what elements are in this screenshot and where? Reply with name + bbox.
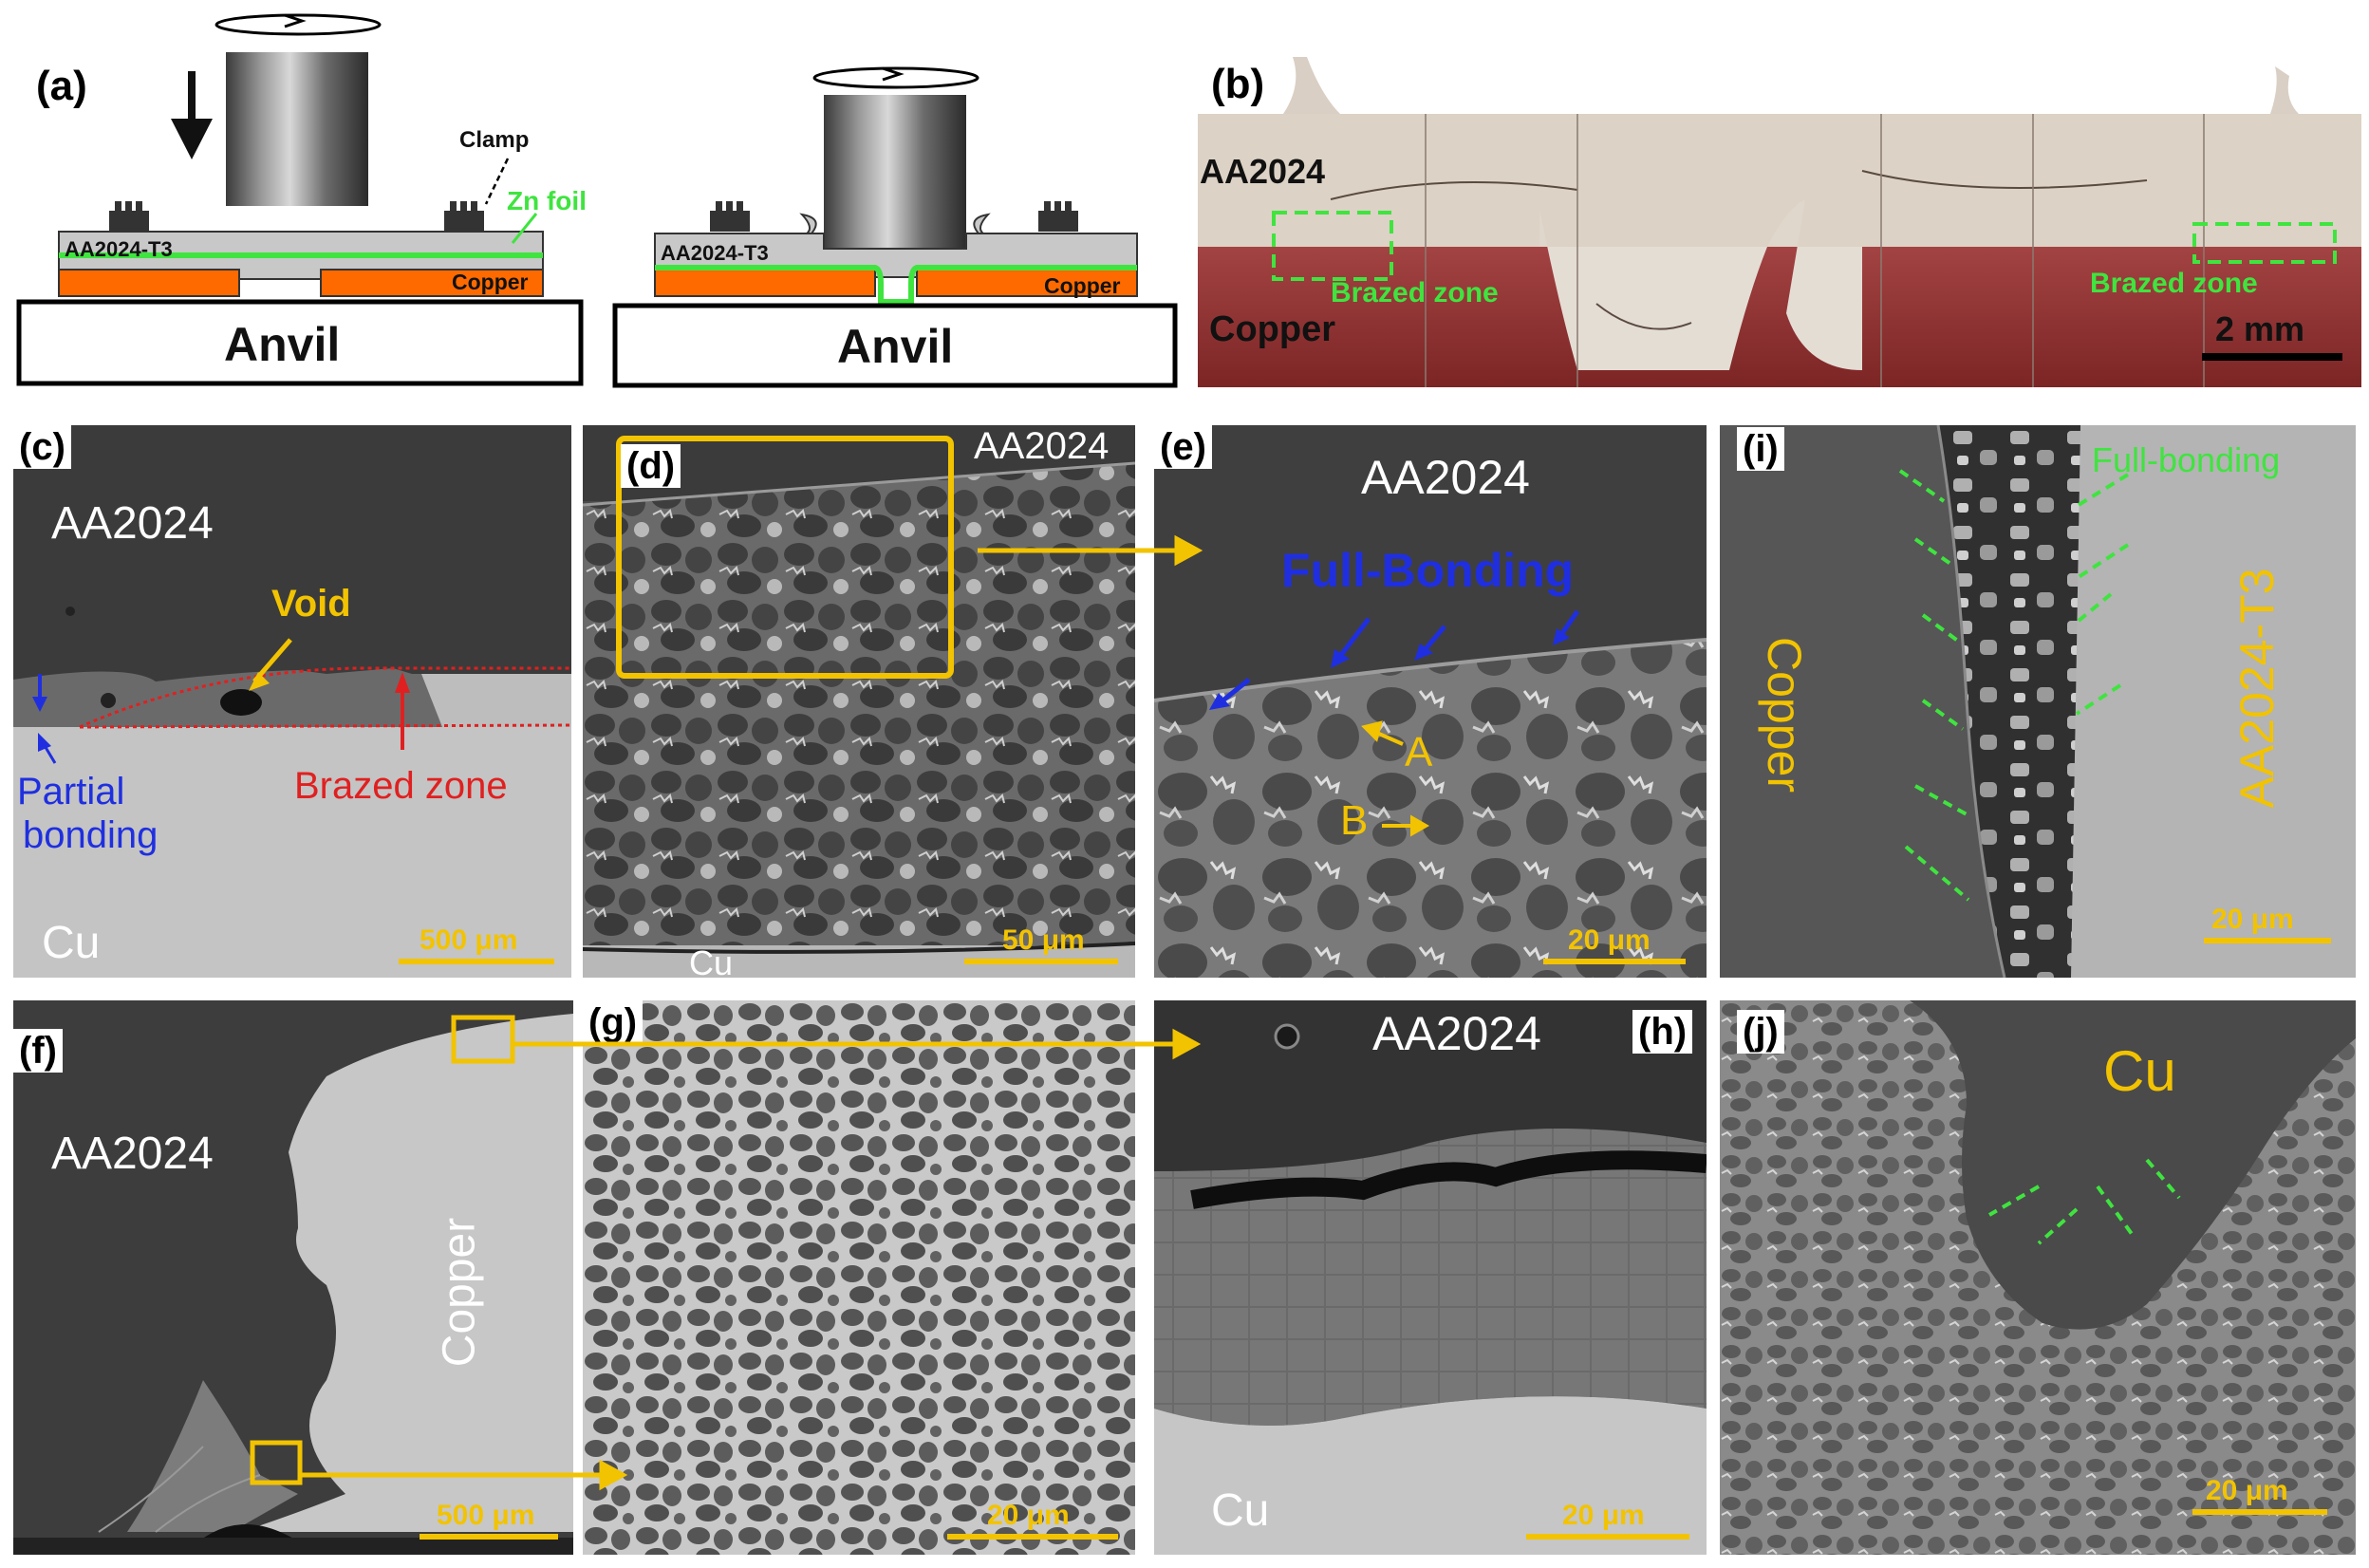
panel-b-label: (b) (1211, 61, 1265, 107)
panel-d-label: (d) (621, 444, 681, 488)
panel-h-label: (h) (1632, 1010, 1693, 1054)
anvil-label-left: Anvil (224, 318, 341, 371)
anvil-left (16, 299, 584, 386)
panel-b-aa2024: AA2024 (1200, 152, 1326, 191)
panel-e-bond: Full-Bonding (1281, 544, 1575, 597)
panel-g-scale-text: 20 μm (987, 1500, 1070, 1531)
panel-f: (f) AA2024 Copper 500 μm (13, 1000, 573, 1555)
panel-b-copper: Copper (1209, 309, 1335, 349)
panel-j-sem (1720, 1000, 2356, 1555)
panel-g-sem (583, 1000, 1135, 1555)
panel-e-scale-text: 20 μm (1568, 924, 1651, 956)
panel-j-scale-text: 20 μm (2206, 1475, 2288, 1506)
panel-c-scale-bar (399, 959, 554, 964)
panel-i: (i) Full-bonding Copper AA2024-T3 20 μm (1720, 425, 2356, 978)
brazed-zone-box-right (2192, 222, 2337, 264)
panel-c-cu: Cu (42, 918, 101, 968)
panel-g-scale-bar (947, 1534, 1118, 1540)
panel-f-scale-bar (420, 1534, 558, 1540)
brazed-zone-box-left (1272, 211, 1393, 281)
copper-label-right: Copper (1044, 273, 1121, 298)
panel-e-aa2024: AA2024 (1361, 451, 1530, 504)
tool-icon (226, 52, 368, 206)
panel-j-cu: Cu (2103, 1039, 2176, 1103)
panel-c-label: (c) (13, 425, 71, 469)
anvil-label-right: Anvil (837, 320, 954, 373)
panel-i-copper: Copper (1758, 637, 1811, 793)
tool-icon (824, 95, 966, 249)
panel-i-scale-text: 20 μm (2211, 904, 2294, 935)
panel-c-partial2: bonding (23, 814, 159, 856)
panel-j: (j) Cu 20 μm (1720, 1000, 2356, 1555)
panel-c-aa2024: AA2024 (51, 498, 214, 549)
panel-g: (g) 20 μm (583, 1000, 1135, 1555)
panel-h-scale-bar (1526, 1534, 1689, 1540)
panel-f-copper: Copper (434, 1217, 485, 1368)
panel-f-scale-text: 500 μm (437, 1500, 535, 1531)
panel-a-label: (a) (36, 63, 87, 109)
panel-e-scale-bar (1543, 959, 1686, 964)
panel-c-void: Void (271, 583, 351, 625)
setup-before (16, 13, 584, 386)
copper-label-left: Copper (452, 270, 529, 294)
panel-e-b: B (1340, 797, 1369, 844)
panel-h-sem (1154, 1000, 1707, 1555)
panel-g-label: (g) (583, 1000, 644, 1044)
panel-c-brazed: Brazed zone (294, 765, 508, 807)
panel-i-bond: Full-bonding (2092, 440, 2281, 479)
panel-i-sem (1720, 425, 2356, 978)
panel-f-label: (f) (13, 1029, 63, 1073)
panel-h-aa2024: AA2024 (1372, 1007, 1541, 1060)
panel-h-scale-text: 20 μm (1562, 1500, 1645, 1531)
panel-e-a: A (1405, 729, 1433, 775)
panel-j-label: (j) (1737, 1010, 1784, 1054)
panel-d-scale-bar (964, 959, 1118, 964)
panel-d-cu: Cu (689, 943, 734, 978)
panel-e-sem (1154, 425, 1707, 978)
panel-c-scale-text: 500 μm (420, 924, 518, 956)
anvil-right (612, 303, 1178, 388)
panel-c-sem (13, 425, 571, 978)
panel-b-zone-left: Brazed zone (1331, 277, 1499, 308)
panel-c: (c) AA2024 Void Partial bonding Brazed z… (13, 425, 571, 978)
panel-d: (d) AA2024 Cu 50 μm (583, 425, 1135, 978)
panel-h-cu: Cu (1211, 1485, 1270, 1536)
panel-a: (a) (0, 0, 1196, 399)
down-arrow-icon (171, 71, 213, 159)
setup-after (612, 66, 1178, 388)
panel-b-zone-right: Brazed zone (2090, 268, 2258, 299)
panel-b: (b) AA2024 Copper Brazed zone Brazed zon… (1198, 57, 2361, 387)
panel-i-scale-bar (2204, 938, 2331, 943)
zn-foil-label: Zn foil (507, 186, 587, 215)
panel-h: AA2024 (h) Cu 20 μm (1154, 1000, 1707, 1555)
panel-j-scale-bar (2192, 1509, 2327, 1515)
panel-d-sem (583, 425, 1135, 978)
panel-d-aa2024: AA2024 (974, 425, 1110, 467)
panel-f-sem (13, 1000, 573, 1555)
panel-e-label: (e) (1154, 425, 1212, 469)
panel-b-scale: 2 mm (2215, 309, 2305, 348)
panel-b-macrograph (1198, 57, 2361, 387)
panel-i-label: (i) (1737, 427, 1784, 471)
plate-label-right: AA2024-T3 (661, 241, 769, 265)
panel-i-aa2024: AA2024-T3 (2230, 568, 2284, 809)
panel-d-scale-text: 50 μm (1002, 924, 1085, 956)
panel-c-partial1: Partial (17, 771, 125, 812)
clamp-label: Clamp (459, 127, 530, 153)
panel-f-aa2024: AA2024 (51, 1129, 214, 1179)
panel-e: (e) AA2024 Full-Bonding A B 20 μm (1154, 425, 1707, 978)
plate-label-left: AA2024-T3 (65, 237, 173, 261)
panel-d-zoom-box (616, 436, 954, 679)
panel-a-diagram (16, 13, 1178, 388)
